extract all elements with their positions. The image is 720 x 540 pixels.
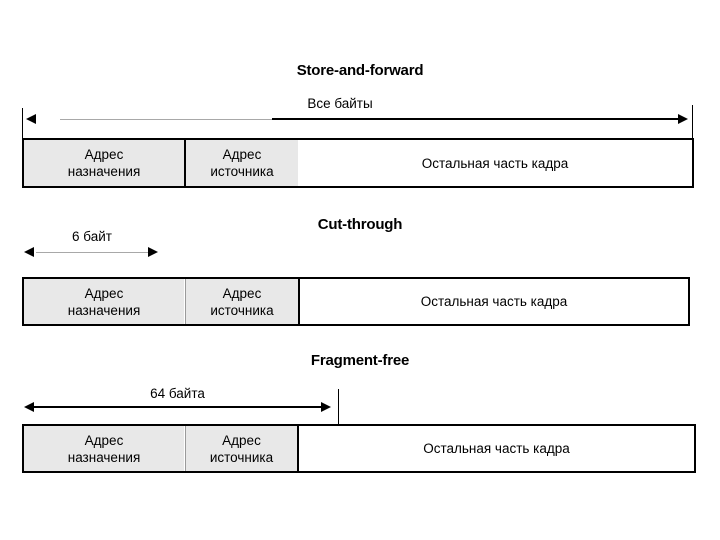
field-line-1: Адрес bbox=[222, 285, 262, 301]
field-source-address-fragment-free: Адрес источника bbox=[186, 426, 297, 471]
field-line-1: Адрес bbox=[84, 432, 124, 448]
field-source-address-store-and-forward: Адрес источника bbox=[186, 140, 298, 186]
section-title-cut-through: Cut-through bbox=[317, 216, 403, 233]
measure-left-tick-store-and-forward bbox=[22, 108, 23, 138]
field-line-1: Остальная часть кадра bbox=[420, 294, 568, 309]
measure-left-arrowhead-fragment-free bbox=[24, 402, 34, 412]
measure-right-tick-store-and-forward bbox=[692, 105, 693, 138]
field-line-1: Адрес bbox=[84, 285, 124, 301]
field-line-2: назначения bbox=[67, 302, 141, 318]
field-line-1: Адрес bbox=[222, 432, 261, 448]
measure-label-6-bytes: 6 байт bbox=[72, 229, 112, 244]
field-divider-2-fragment-free bbox=[297, 426, 299, 471]
field-rest-of-frame-store-and-forward: Остальная часть кадра bbox=[298, 140, 692, 186]
measure-right-arrowhead-fragment-free bbox=[321, 402, 331, 412]
field-rest-of-frame-fragment-free: Остальная часть кадра bbox=[299, 426, 694, 471]
measure-line-fragment-free bbox=[34, 406, 321, 408]
measure-right-arrowhead-cut-through bbox=[148, 247, 158, 257]
section-title-fragment-free: Fragment-free bbox=[310, 352, 410, 369]
measure-line-cut-through bbox=[36, 252, 148, 253]
field-line-2: источника bbox=[210, 302, 274, 318]
field-line-1: Адрес bbox=[222, 147, 262, 162]
measure-left-arrowhead-store-and-forward bbox=[26, 114, 36, 124]
field-line-1: Адрес bbox=[84, 147, 124, 162]
measure-right-arrowhead-store-and-forward bbox=[678, 114, 688, 124]
field-line-2: источника bbox=[209, 449, 274, 465]
frame-fragment-free: Адрес назначения Адрес источника Остальн… bbox=[22, 424, 696, 473]
field-dest-address-fragment-free: Адрес назначения bbox=[24, 426, 184, 471]
field-line-2: назначения bbox=[67, 164, 141, 179]
field-line-2: источника bbox=[210, 164, 274, 179]
field-line-1: Остальная часть кадра bbox=[421, 155, 569, 171]
measure-right-tick-fragment-free bbox=[338, 389, 339, 424]
field-line-1: Остальная часть кадра bbox=[423, 441, 570, 456]
measure-left-arrowhead-cut-through bbox=[24, 247, 34, 257]
measure-line-faint-store-and-forward bbox=[60, 119, 272, 120]
field-rest-of-frame-cut-through: Остальная часть кадра bbox=[300, 279, 688, 324]
field-divider-1-store-and-forward bbox=[184, 140, 186, 186]
measure-label-all-bytes: Все байты bbox=[307, 96, 373, 111]
field-divider-2-cut-through bbox=[298, 279, 300, 324]
field-divider-1-cut-through bbox=[185, 279, 186, 324]
field-line-2: назначения bbox=[67, 449, 141, 465]
field-divider-1-fragment-free bbox=[185, 426, 186, 471]
section-title-store-and-forward: Store-and-forward bbox=[296, 62, 424, 79]
frame-store-and-forward: Адрес назначения Адрес источника Остальн… bbox=[22, 138, 694, 188]
frame-cut-through: Адрес назначения Адрес источника Остальн… bbox=[22, 277, 690, 326]
field-source-address-cut-through: Адрес источника bbox=[186, 279, 298, 324]
measure-label-64-bytes: 64 байта bbox=[150, 386, 205, 401]
field-dest-address-store-and-forward: Адрес назначения bbox=[24, 140, 184, 186]
field-dest-address-cut-through: Адрес назначения bbox=[24, 279, 184, 324]
measure-line-store-and-forward bbox=[272, 118, 680, 120]
